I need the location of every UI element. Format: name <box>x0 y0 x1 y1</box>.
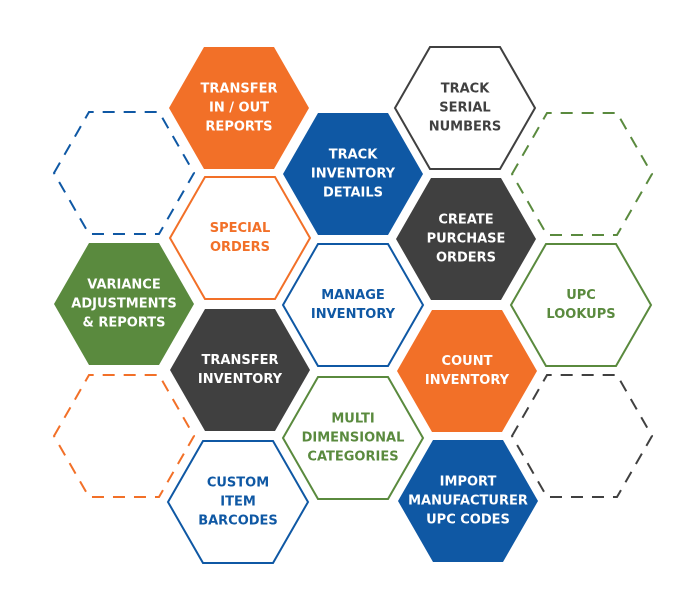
hexagon-transfer-in-out-reports: TRANSFER IN / OUT REPORTS <box>169 47 309 169</box>
hexagon-label-line: MULTI <box>331 412 374 427</box>
hexagon-label-line: UPC CODES <box>426 513 510 528</box>
hexagon-label-line: MANUFACTURER <box>408 494 528 509</box>
hexagon-shape <box>396 178 536 300</box>
hexagon-label-line: VARIANCE <box>87 278 160 293</box>
hexagon-placeholder-dark <box>510 374 654 498</box>
hexagon-track-serial-numbers: TRACK SERIAL NUMBERS <box>393 46 537 170</box>
hexagon-shape <box>281 376 425 500</box>
hexagon-track-inventory-details: TRACK INVENTORY DETAILS <box>283 113 423 235</box>
hexagon-shape <box>398 440 538 562</box>
hexagon-label-line: TRACK <box>441 82 490 97</box>
hexagon-shape <box>170 309 310 431</box>
hexagon-label-line: DIMENSIONAL <box>302 431 405 446</box>
hexagon-label-line: BARCODES <box>198 514 278 529</box>
hexagon-shape <box>166 440 310 564</box>
hexagon-label-line: TRANSFER <box>201 82 278 97</box>
hexagon-label-line: ITEM <box>220 495 256 510</box>
hexagon-label-line: INVENTORY <box>198 372 283 387</box>
hexagon-label-line: SERIAL <box>439 101 490 116</box>
hexagon-label-line: CREATE <box>438 213 493 228</box>
hexagon-shape <box>54 243 194 365</box>
hexagon-label-line: CATEGORIES <box>307 450 398 465</box>
hexagon-label-line: TRACK <box>329 148 378 163</box>
hexagon-label-line: TRANSFER <box>202 353 279 368</box>
hexagon-shape <box>52 111 196 235</box>
hexagon-label-line: DETAILS <box>323 186 383 201</box>
hexagon-upc-lookups: UPC LOOKUPS <box>509 243 653 367</box>
hexagon-multi-dimensional-categories: MULTI DIMENSIONAL CATEGORIES <box>281 376 425 500</box>
hexagon-label-line: CUSTOM <box>207 476 269 491</box>
hexagon-placeholder-blue <box>52 111 196 235</box>
hexagon-label-line: IN / OUT <box>209 101 269 116</box>
hexagon-label-line: MANAGE <box>321 288 385 303</box>
hexagon-label-line: IMPORT <box>440 475 497 490</box>
hexagon-label-line: NUMBERS <box>429 120 502 135</box>
hexagon-label-line: REPORTS <box>205 120 272 135</box>
hexagon-custom-item-barcodes: CUSTOM ITEM BARCODES <box>166 440 310 564</box>
hexagon-shape <box>509 243 653 367</box>
hexagon-label-line: COUNT <box>442 354 493 369</box>
hexagon-label-line: INVENTORY <box>311 167 396 182</box>
hexagon-shape <box>510 374 654 498</box>
hexagon-label-line: ADJUSTMENTS <box>71 297 176 312</box>
hexagon-transfer-inventory: TRANSFER INVENTORY <box>170 309 310 431</box>
hexagon-placeholder-green <box>510 112 654 236</box>
hexagon-count-inventory: COUNT INVENTORY <box>397 310 537 432</box>
hexagon-label-line: UPC <box>566 288 596 303</box>
hexagon-label-line: LOOKUPS <box>546 307 615 322</box>
hexagon-import-manufacturer-upc-codes: IMPORT MANUFACTURER UPC CODES <box>398 440 538 562</box>
hexagon-special-orders: SPECIAL ORDERS <box>168 176 312 300</box>
hexagon-variance-adjustments-reports: VARIANCE ADJUSTMENTS & REPORTS <box>54 243 194 365</box>
hexagon-label-line: PURCHASE <box>427 232 506 247</box>
hexagon-shape <box>281 243 425 367</box>
hexagon-label-line: ORDERS <box>210 240 270 255</box>
hexagon-label-line: INVENTORY <box>425 373 510 388</box>
hexagon-placeholder-orange <box>52 374 196 498</box>
hexagon-label-line: INVENTORY <box>311 307 396 322</box>
hexagon-shape <box>283 113 423 235</box>
hexagon-manage-inventory: MANAGE INVENTORY <box>281 243 425 367</box>
hexagon-shape <box>168 176 312 300</box>
hexagon-create-purchase-orders: CREATE PURCHASE ORDERS <box>396 178 536 300</box>
hexagon-label-line: SPECIAL <box>210 221 271 236</box>
hexagon-shape <box>169 47 309 169</box>
hexagon-label-line: ORDERS <box>436 251 496 266</box>
hexagon-shape <box>52 374 196 498</box>
hexagon-label-line: & REPORTS <box>83 316 166 331</box>
hexagon-shape <box>397 310 537 432</box>
hexagon-shape <box>393 46 537 170</box>
hexagon-shape <box>510 112 654 236</box>
